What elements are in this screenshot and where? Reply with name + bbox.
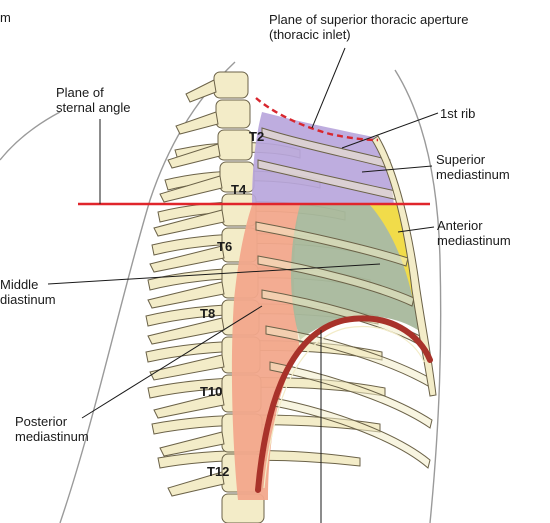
vertebra-label-t2: T2 <box>249 130 264 144</box>
posterior-mediastinum-label-line1: Posterior <box>15 414 67 429</box>
anterior-mediastinum-label-line1: Anterior <box>437 218 483 233</box>
aperture-label-line1: Plane of superior thoracic aperture <box>269 12 468 27</box>
vertebra-label-t4: T4 <box>231 183 246 197</box>
first-rib-label: 1st rib <box>440 106 475 121</box>
superior-mediastinum-label-line1: Superior <box>436 152 485 167</box>
top-left-label-fragment: m <box>0 10 11 25</box>
middle-mediastinum-label-line1: Middle <box>0 277 38 292</box>
vertebra-label-t8: T8 <box>200 307 215 321</box>
middle-mediastinum-label-line2: diastinum <box>0 292 56 307</box>
sternal-angle-label-line1: Plane of <box>56 85 104 100</box>
superior-mediastinum-label-line2: mediastinum <box>436 167 510 182</box>
vertebra-label-t6: T6 <box>217 240 232 254</box>
sternal-angle-label-line2: sternal angle <box>56 100 130 115</box>
anterior-mediastinum-label-line2: mediastinum <box>437 233 511 248</box>
vertebra-label-t10: T10 <box>200 385 222 399</box>
vertebra-label-t12: T12 <box>207 465 229 479</box>
posterior-mediastinum-label-line2: mediastinum <box>15 429 89 444</box>
aperture-label-line2: (thoracic inlet) <box>269 27 351 42</box>
